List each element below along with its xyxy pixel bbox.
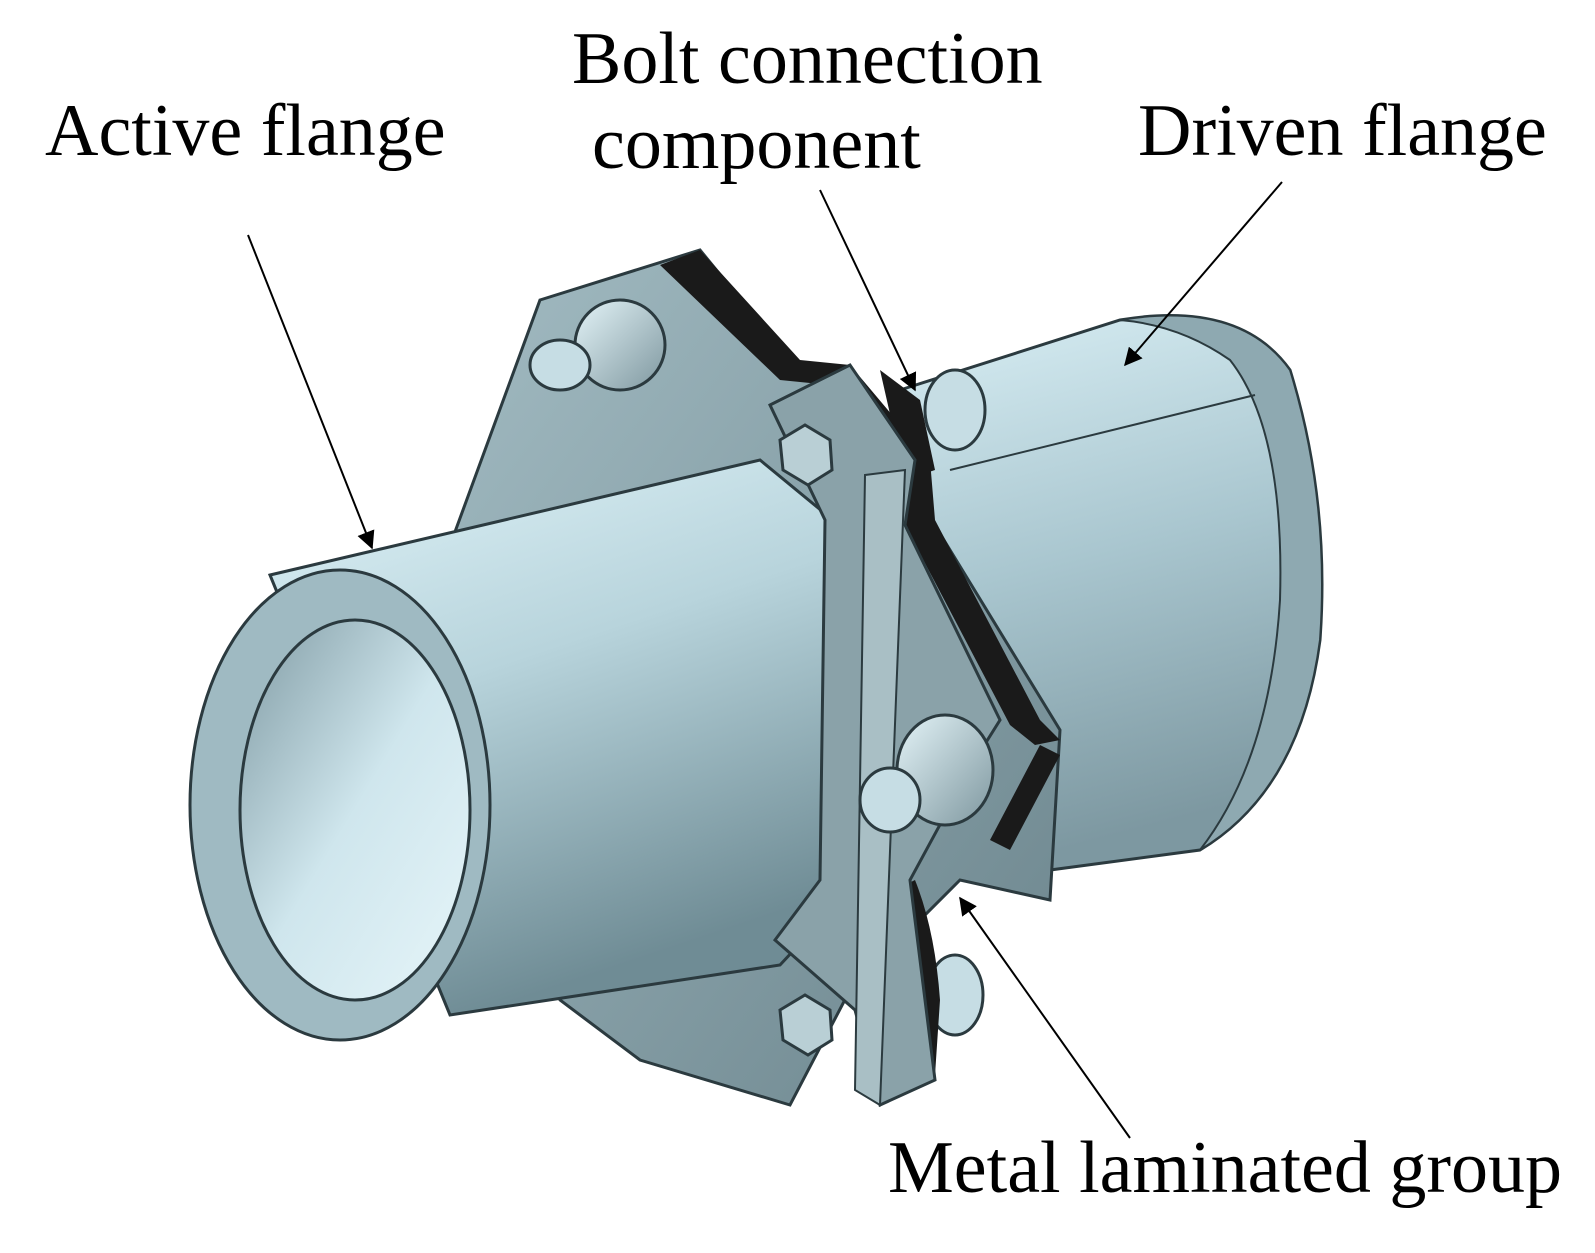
label-bolt-connection-line1: Bolt connection: [572, 18, 1043, 100]
hex-nut-bottom: [778, 993, 834, 1057]
leader-active-flange: [247, 234, 375, 550]
label-driven-flange: Driven flange: [1138, 90, 1547, 172]
hex-nut-top: [778, 423, 834, 487]
label-active-flange: Active flange: [45, 90, 446, 172]
rear-bolt-top: [528, 298, 667, 392]
active-flange-hub: [188, 458, 852, 1042]
leader-metal-laminated: [959, 896, 1131, 1139]
leader-bolt-connection: [819, 189, 917, 392]
rear-bolt-right: [923, 368, 987, 452]
label-bolt-connection-line2: component: [592, 103, 921, 185]
leader-driven-flange: [1124, 181, 1283, 367]
bolt-middle: [858, 713, 995, 834]
label-metal-laminated-group: Metal laminated group: [888, 1127, 1562, 1209]
